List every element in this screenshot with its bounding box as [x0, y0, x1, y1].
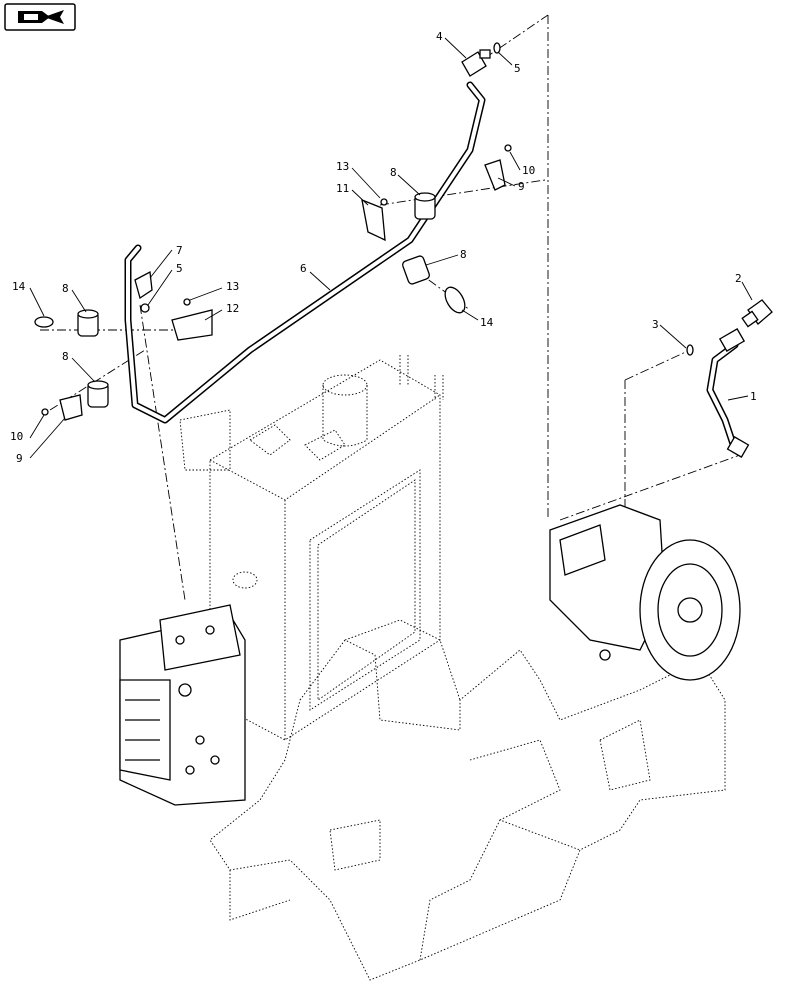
- callout-4: 4: [436, 30, 443, 43]
- grommet-8-upper: [414, 192, 436, 220]
- centerline-left-2: [139, 304, 186, 601]
- callout-5b: 5: [176, 262, 183, 275]
- bolt-13-lower: [183, 298, 191, 306]
- leader-13a: [351, 167, 381, 199]
- hose-1: [706, 328, 750, 458]
- leader-6: [309, 271, 331, 291]
- leader-5b: [147, 269, 173, 306]
- clamp-9-upper: [484, 159, 506, 191]
- o-ring-14-left: [34, 316, 54, 328]
- bolt-13-upper: [380, 198, 388, 206]
- callout-2: 2: [735, 272, 742, 285]
- leader-9a: [497, 177, 516, 187]
- centerline-mid: [379, 179, 546, 206]
- leader-5a: [497, 51, 513, 66]
- callout-11: 11: [336, 182, 349, 195]
- callout-7: 7: [176, 244, 183, 257]
- leader-7: [149, 249, 173, 279]
- callout-5a: 5: [514, 62, 521, 75]
- callout-8d: 8: [62, 350, 69, 363]
- leader-10b: [29, 414, 45, 439]
- leader-14a: [29, 287, 45, 317]
- bracket-11: [361, 198, 386, 242]
- leader-9b: [29, 417, 66, 459]
- callout-8c: 8: [62, 282, 69, 295]
- callout-9a: 9: [518, 180, 525, 193]
- next-page-arrow-icon: [18, 10, 64, 24]
- callout-8a: 8: [390, 166, 397, 179]
- callout-14b: 14: [480, 316, 494, 329]
- callout-3: 3: [652, 318, 659, 331]
- leader-2: [741, 281, 753, 301]
- leader-4: [444, 37, 467, 59]
- bolt-10-lower: [41, 408, 49, 416]
- elbow-7: [134, 270, 153, 313]
- hydraulic-pump: [549, 504, 741, 681]
- callout-1: 1: [750, 390, 757, 403]
- grommet-8-left-upper: [77, 309, 99, 337]
- callout-10a: 10: [522, 164, 535, 177]
- leader-13b: [189, 287, 223, 301]
- callout-10b: 10: [10, 430, 23, 443]
- grommet-8-left-lower: [87, 380, 109, 408]
- callout-6: 6: [300, 262, 307, 275]
- control-valve: [119, 604, 246, 806]
- centerline-pump-1: [624, 349, 691, 381]
- callout-13a: 13: [336, 160, 349, 173]
- leader-3: [659, 324, 687, 349]
- o-ring-3: [686, 344, 694, 356]
- leader-12: [204, 309, 223, 321]
- elbow-4: [461, 49, 491, 77]
- bracket-12: [171, 309, 213, 341]
- leader-14b: [461, 309, 479, 321]
- bolt-10-upper: [504, 144, 512, 152]
- next-page-button[interactable]: [4, 3, 76, 31]
- leader-11: [351, 189, 369, 206]
- callout-9b: 9: [16, 452, 23, 465]
- machine-frame: [209, 619, 726, 981]
- leader-8c: [71, 289, 87, 313]
- callout-12: 12: [226, 302, 239, 315]
- grommet-8-mid: [402, 255, 430, 285]
- callout-8b: 8: [460, 248, 467, 261]
- leader-10a: [509, 151, 521, 171]
- leader-1: [727, 395, 749, 401]
- tube-6: [124, 81, 486, 424]
- clamp-9-lower: [59, 394, 83, 421]
- callout-14a: 14: [12, 280, 26, 293]
- leader-8d: [71, 357, 96, 383]
- callout-13b: 13: [226, 280, 239, 293]
- fitting-2: [741, 299, 773, 328]
- o-ring-5-top: [493, 42, 501, 54]
- o-ring-14-right: [444, 286, 466, 314]
- leader-8b: [425, 254, 459, 266]
- leader-8a: [397, 174, 421, 196]
- centerline-pump-3: [559, 454, 741, 521]
